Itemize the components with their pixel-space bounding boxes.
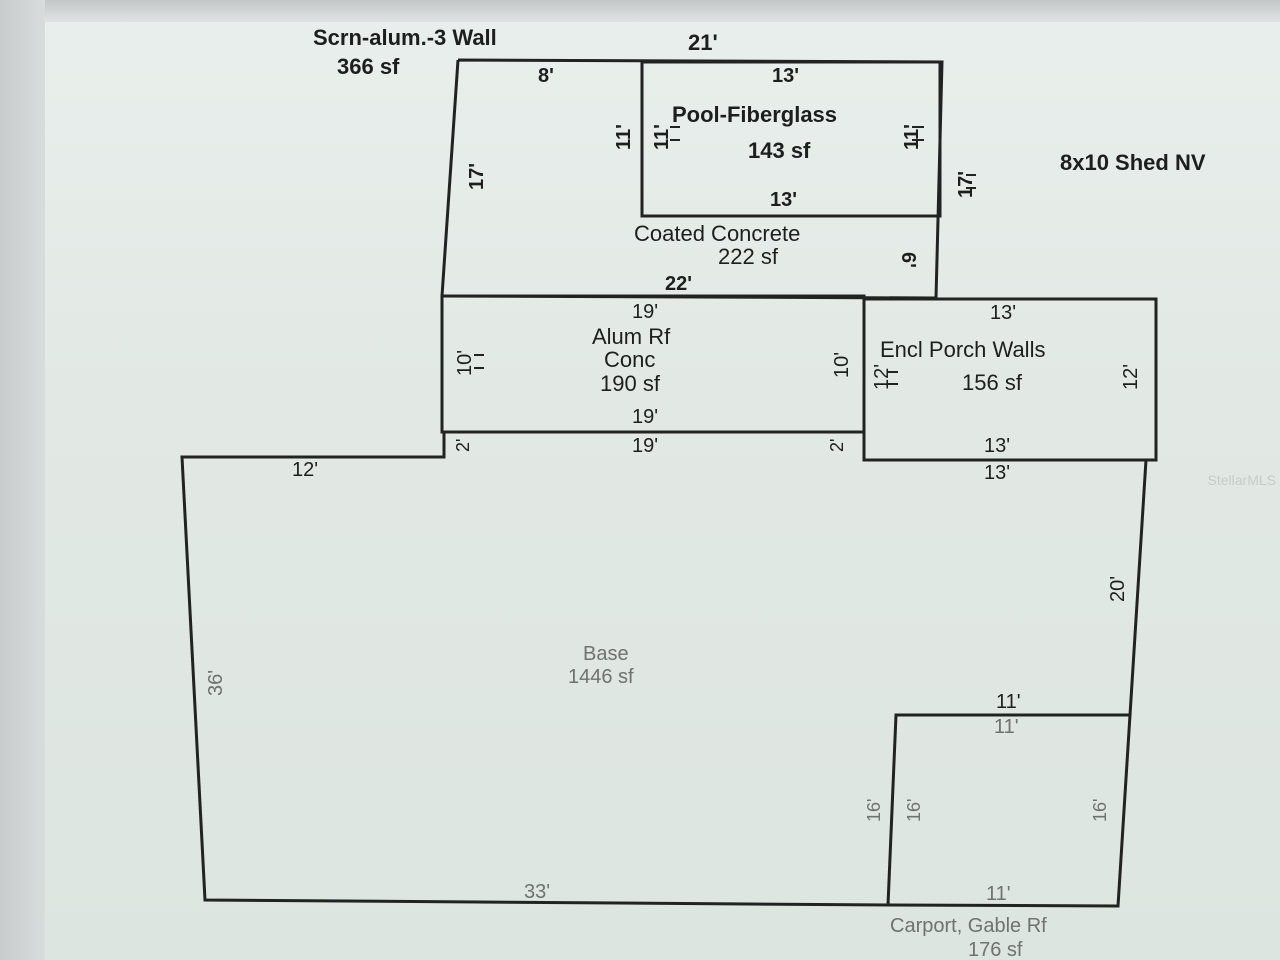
carport-sf: 176 sf — [968, 939, 1023, 960]
pool-sf: 143 sf — [748, 138, 811, 163]
dim-scrn-17-left: 17' — [466, 163, 488, 190]
porch-sf: 156 sf — [962, 370, 1023, 395]
dim-scrn-6: 6' — [897, 252, 919, 268]
scrn-area-sf: 366 sf — [337, 54, 400, 79]
dim-alum-10-right: 10' — [831, 352, 853, 378]
dim-pool-11-left: 11' — [651, 124, 673, 150]
dim-scrn-11-left: 11' — [613, 124, 635, 150]
alum-name-2: Conc — [604, 347, 655, 372]
dim-pool-11-right: 11' — [901, 124, 923, 150]
dim-base-16: 16' — [864, 799, 884, 822]
base-name: Base — [583, 643, 629, 665]
dim-carport-11-top: 11' — [994, 716, 1019, 738]
dim-base-33: 33' — [524, 881, 550, 903]
dim-porch-13-bottom: 13' — [984, 435, 1010, 457]
dim-base-13: 13' — [984, 462, 1010, 484]
pool-name: Pool-Fiberglass — [672, 102, 837, 127]
alum-name-1: Alum Rf — [592, 324, 671, 349]
shed-label: 8x10 Shed NV — [1060, 150, 1206, 175]
dim-scrn-22: 22' — [665, 273, 692, 295]
dim-19-lower: 19' — [632, 435, 658, 457]
dim-pool-13-bottom: 13' — [770, 189, 797, 211]
dim-scrn-8: 8' — [538, 65, 554, 87]
dim-porch-12-right: 12' — [1120, 364, 1142, 390]
dim-porch-12-left: 12' — [871, 364, 893, 390]
dim-carport-16-right: 16' — [1090, 799, 1110, 822]
dim-scrn-17-right: 17' — [955, 171, 977, 198]
concrete-name: Coated Concrete — [634, 221, 800, 246]
concrete-sf: 222 sf — [718, 244, 779, 269]
base-outline — [180, 432, 1148, 907]
dim-porch-13-top: 13' — [990, 302, 1016, 324]
dim-alum-19-bottom: 19' — [632, 406, 658, 428]
scrn-area-name: Scrn-alum.-3 Wall — [313, 25, 497, 50]
carport-name: Carport, Gable Rf — [890, 915, 1047, 937]
dim-base-12: 12' — [292, 459, 318, 481]
dim-carport-16-left: 16' — [904, 799, 924, 822]
monitor-bezel-left — [0, 0, 45, 960]
dim-2-left: 2' — [453, 439, 473, 452]
dim-pool-13-top: 13' — [772, 65, 799, 87]
dim-base-20: 20' — [1107, 576, 1129, 602]
monitor-bezel-top — [0, 0, 1280, 22]
dim-top-21: 21' — [688, 30, 718, 55]
porch-name: Encl Porch Walls — [880, 337, 1045, 362]
dim-carport-11-bottom: 11' — [986, 883, 1011, 905]
alum-sf: 190 sf — [600, 371, 661, 396]
dim-base-11: 11' — [996, 691, 1021, 713]
carport-outline — [887, 713, 1132, 908]
dim-2-right: 2' — [827, 439, 847, 452]
scrn-area-outline — [440, 58, 944, 300]
dim-alum-19-top: 19' — [632, 301, 658, 323]
pool-outline — [640, 60, 942, 218]
base-sf: 1446 sf — [568, 666, 634, 688]
dim-base-36: 36' — [205, 670, 227, 696]
dim-alum-10-left: 10' — [454, 350, 476, 376]
stellar-mls-watermark: StellarMLS — [1207, 472, 1276, 488]
